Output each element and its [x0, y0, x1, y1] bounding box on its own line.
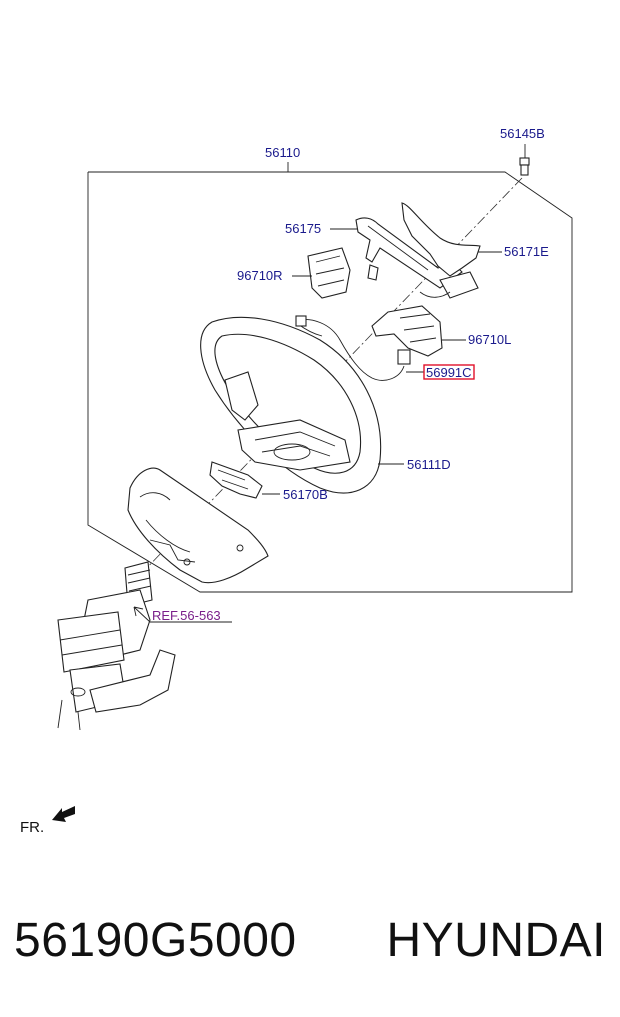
lower-bracket — [209, 461, 263, 499]
brand-name: HYUNDAI — [386, 913, 606, 967]
label-96710l: 96710L — [468, 332, 511, 347]
svg-text:FR.: FR. — [20, 819, 44, 836]
label-56110: 56110 — [265, 145, 300, 160]
highlight-box — [423, 364, 475, 380]
steering-wheel-rim — [200, 316, 382, 494]
label-56991c[interactable]: 56991C — [426, 365, 472, 380]
label-56171e: 56171E — [504, 244, 549, 259]
front-arrow-icon — [52, 806, 75, 822]
switch-left-hand — [371, 305, 443, 357]
label-56170b: 56170B — [283, 487, 328, 502]
label-96710r: 96710R — [237, 268, 283, 283]
upper-cover — [355, 217, 463, 289]
front-direction-indicator: FR. — [20, 806, 75, 836]
label-ref[interactable]: REF.56-563 — [152, 608, 221, 623]
label-56145b: 56145B — [500, 126, 545, 141]
ref-arrow — [133, 606, 151, 623]
switch-right-hand — [307, 247, 351, 299]
right-bracket — [401, 202, 481, 299]
footer: 56190G5000 HYUNDAI — [0, 900, 620, 980]
lower-shroud — [127, 467, 269, 584]
steering-wheel-exploded-diagram: 56110 56145B 56175 56171E 96710R 96710L … — [20, 126, 573, 836]
part-number: 56190G5000 — [14, 913, 297, 967]
label-56111d: 56111D — [407, 457, 451, 472]
wiring-harness — [295, 315, 411, 381]
assembly-boundary — [87, 171, 573, 593]
label-56175: 56175 — [285, 221, 321, 236]
steering-column — [57, 561, 176, 731]
bolt — [519, 157, 530, 176]
